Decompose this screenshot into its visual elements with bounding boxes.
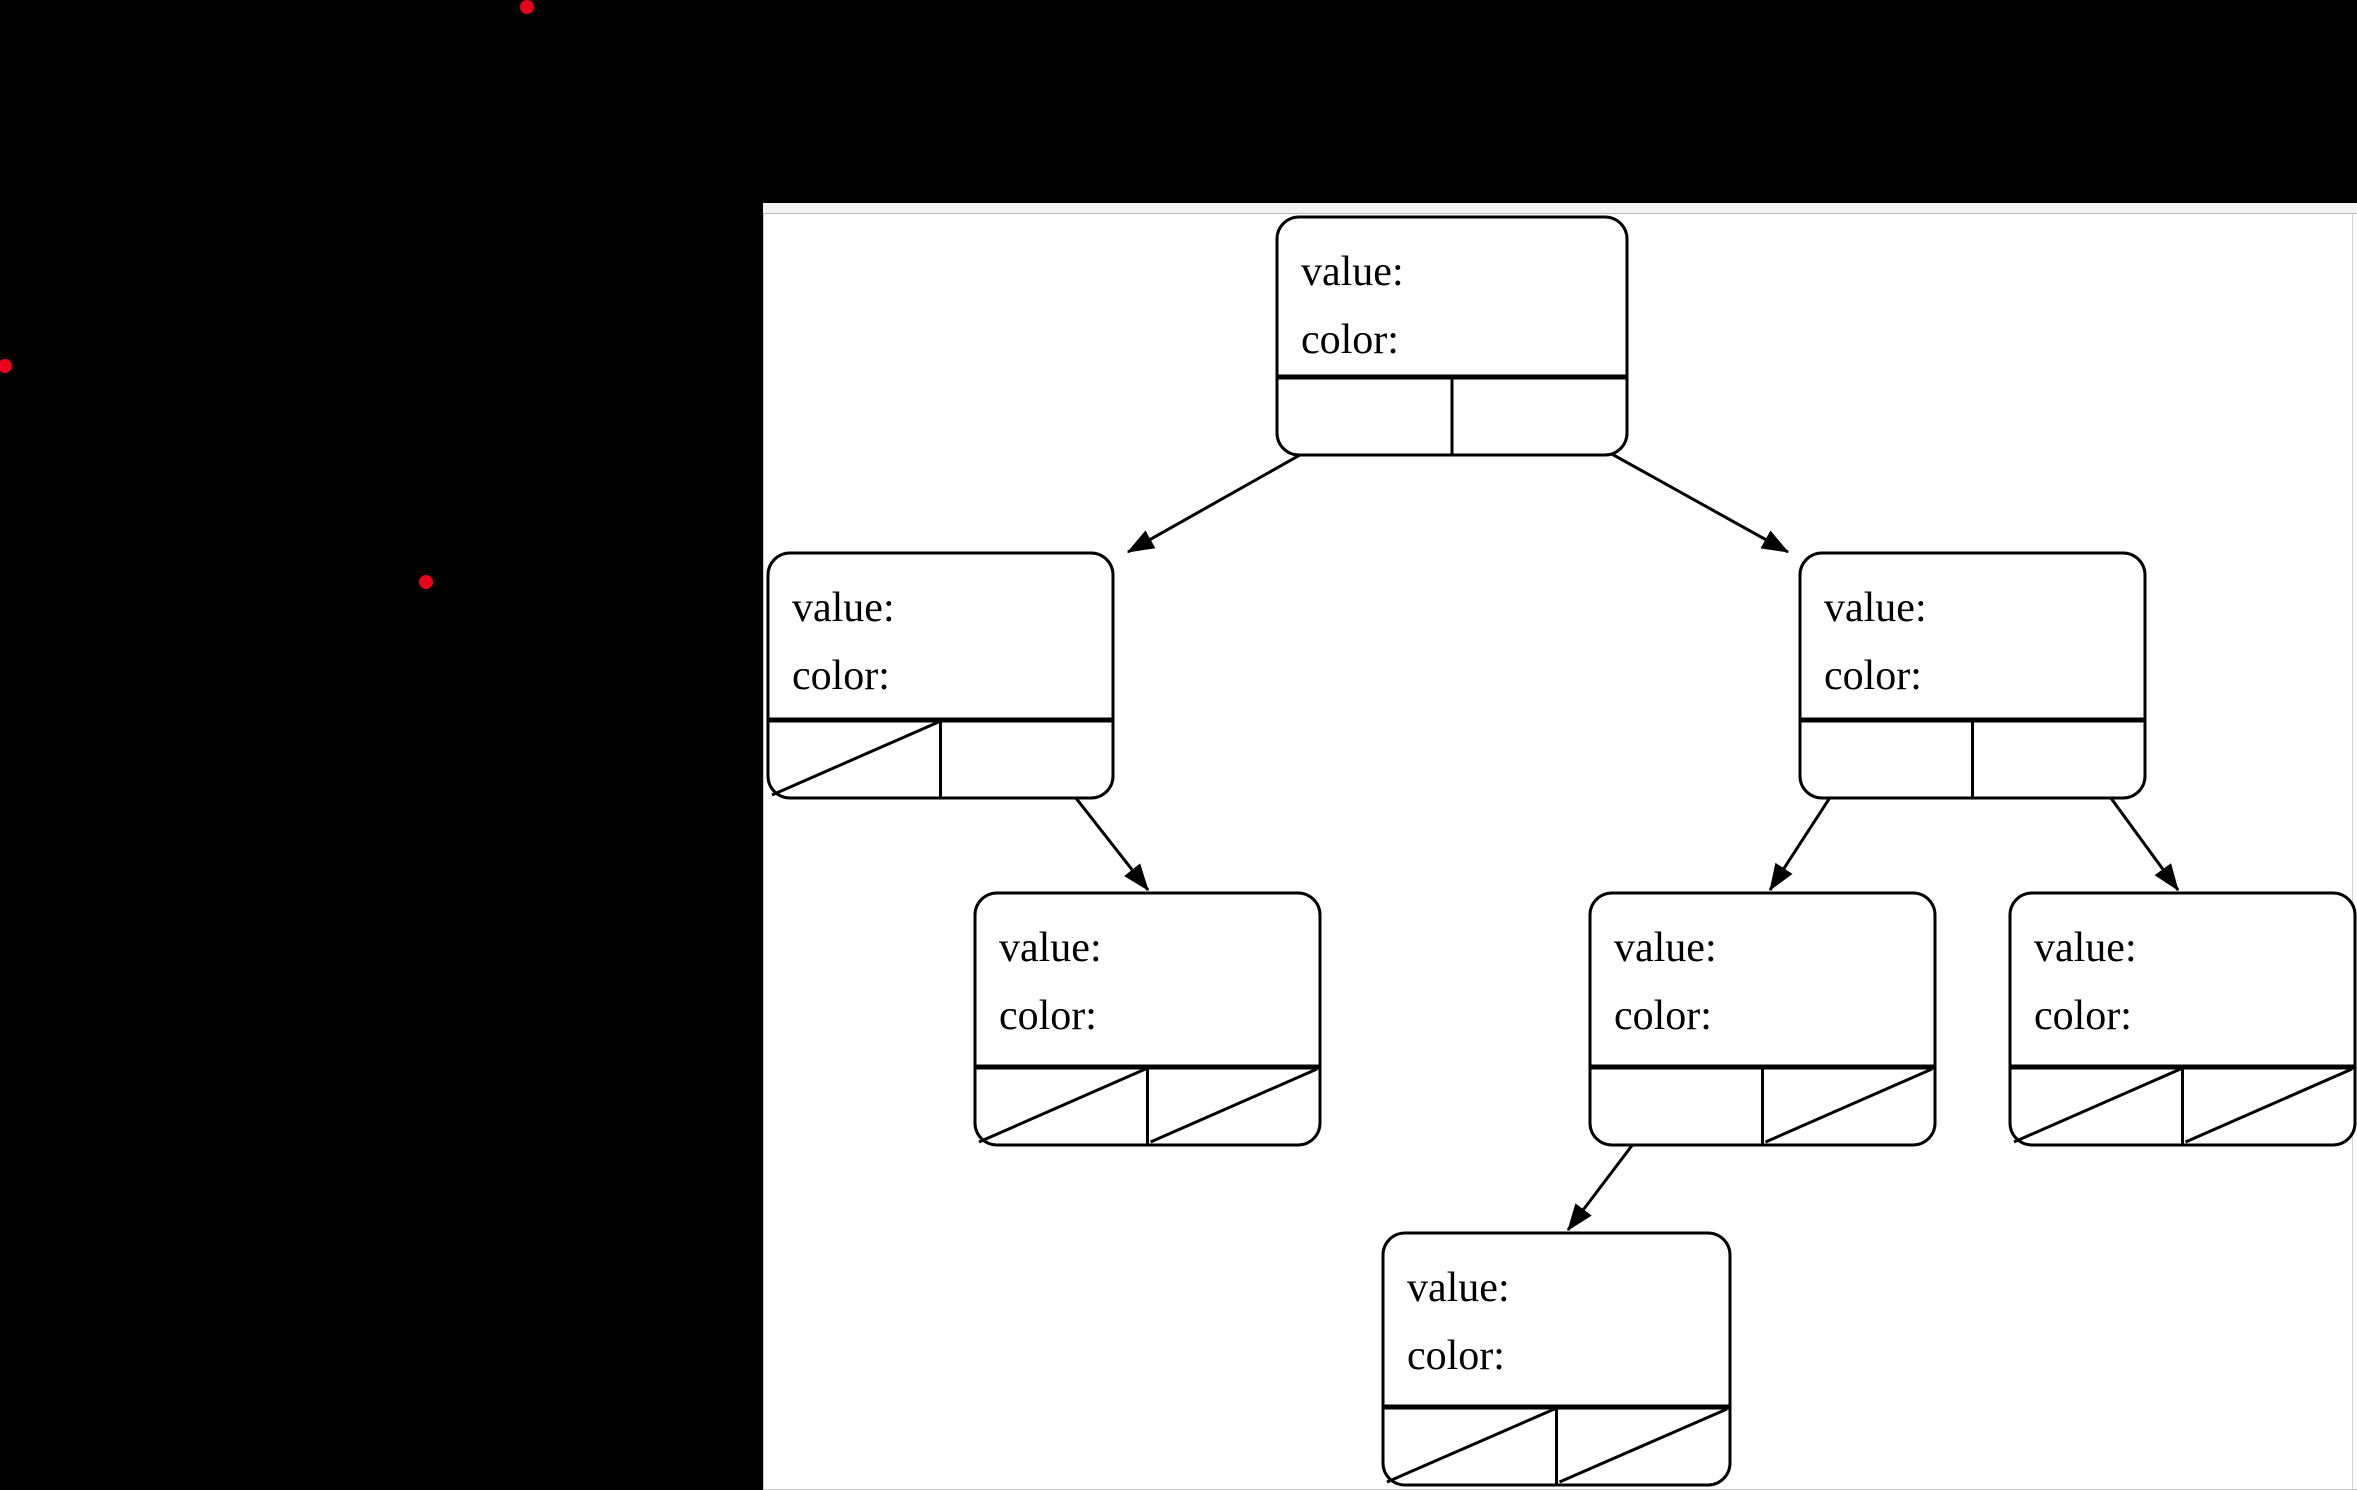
tree-node-n-right[interactable]: value: color:	[1798, 551, 2147, 800]
marker-mid-dot	[419, 575, 433, 589]
node-value-label: value:	[2034, 925, 2137, 971]
diagram-canvas-panel: value:color:value:color:value:color:valu…	[763, 203, 2357, 1490]
null-pointer-slash	[1558, 1407, 1728, 1484]
node-color-label: color:	[999, 993, 1097, 1039]
node-value-label: value:	[1824, 585, 1927, 631]
tree-node-n-right-right[interactable]: value: color:	[2008, 891, 2357, 1147]
tree-node-n-left-right[interactable]: value: color:	[973, 891, 1322, 1147]
null-pointer-slash	[2184, 1067, 2353, 1144]
node-value-label: value:	[792, 585, 895, 631]
node-value-label: value:	[999, 925, 1102, 971]
null-pointer-slash	[2013, 1067, 2182, 1144]
null-pointer-slash	[978, 1067, 1147, 1144]
null-pointer-slash	[1149, 1067, 1318, 1144]
tree-node-root[interactable]: value: color:	[1275, 215, 1629, 457]
binary-tree-diagram: value:color:value:color:value:color:valu…	[766, 215, 2357, 1487]
tree-node-n-deep[interactable]: value: color:	[1381, 1231, 1732, 1487]
tree-node-n-left[interactable]: value: color:	[766, 551, 1115, 800]
canvas-left-border	[763, 214, 764, 1490]
node-color-label: color:	[1614, 993, 1712, 1039]
node-color-label: color:	[1301, 317, 1399, 363]
canvas-right-border	[2352, 214, 2353, 1490]
null-pointer-slash	[1386, 1407, 1556, 1484]
node-layer: value:color:value:color:value:color:valu…	[766, 215, 2357, 1487]
node-color-label: color:	[1824, 653, 1922, 699]
node-value-label: value:	[1614, 925, 1717, 971]
node-color-label: color:	[2034, 993, 2132, 1039]
tree-node-n-right-left[interactable]: value: color:	[1588, 891, 1937, 1147]
null-pointer-slash	[1764, 1067, 1933, 1144]
node-value-label: value:	[1301, 249, 1404, 295]
node-color-label: color:	[1407, 1333, 1505, 1379]
node-value-label: value:	[1407, 1265, 1510, 1311]
null-pointer-slash	[771, 720, 940, 797]
canvas-top-strip	[763, 203, 2357, 214]
marker-left-dot	[0, 359, 12, 373]
marker-top-dot	[520, 0, 534, 14]
node-color-label: color:	[792, 653, 890, 699]
